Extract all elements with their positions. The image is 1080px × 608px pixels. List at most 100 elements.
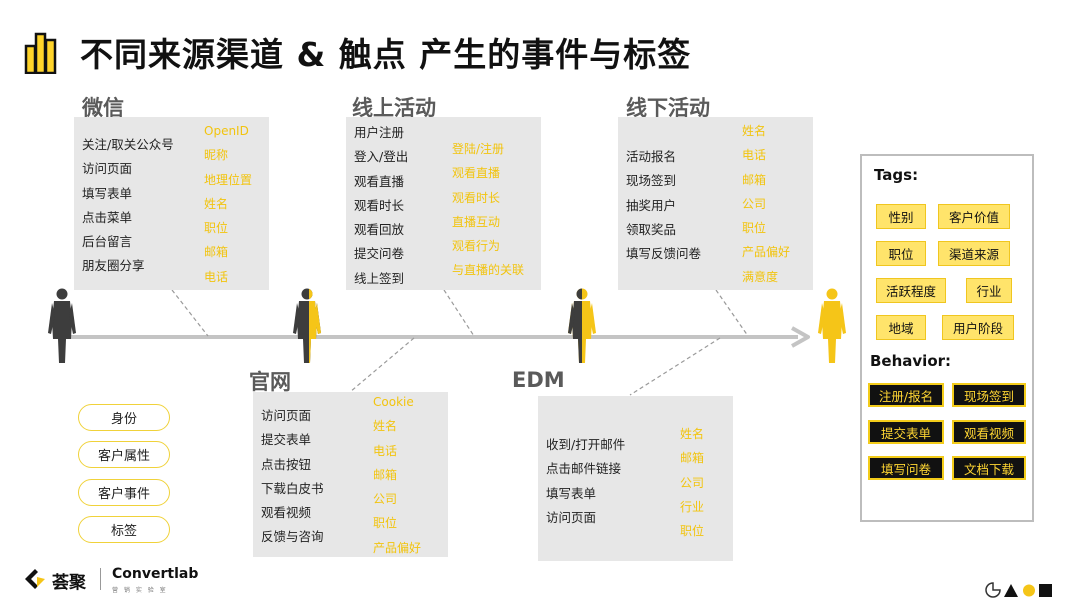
attribute-item: 满意度 (742, 269, 779, 284)
behavior-fill-survey: 填写问卷 (868, 456, 944, 480)
connector-online (443, 289, 475, 337)
attribute-item: 姓名 (373, 419, 398, 434)
section-title-edm: EDM (512, 368, 565, 392)
attribute-item: Cookie (373, 395, 414, 409)
legend-customer-event: 客户事件 (78, 479, 170, 506)
event-item: 提交问卷 (354, 246, 405, 262)
website-attributes: Cookie 姓名 电话 邮箱 公司 职位 产品偏好 (373, 390, 421, 560)
event-item: 关注/取关公众号 (82, 137, 174, 152)
event-item: 用户注册 (354, 125, 405, 140)
footer-divider (100, 568, 101, 590)
person-figure-grey (48, 288, 76, 363)
tag-channel-source: 渠道来源 (938, 241, 1010, 266)
section-title-offline: 线下活动 (626, 96, 710, 120)
event-item: 反馈与咨询 (261, 529, 324, 545)
behavior-checkin: 现场签到 (952, 383, 1026, 407)
online-box: 用户注册 登入/登出 观看直播 观看时长 观看回放 提交问卷 线上签到 登陆/注… (346, 117, 541, 290)
event-item: 后台留言 (82, 234, 133, 250)
attribute-item: 产品偏好 (373, 540, 422, 555)
section-title-online: 线上活动 (352, 96, 436, 120)
wechat-events: 关注/取关公众号 访问页面 填写表单 点击菜单 后台留言 朋友圈分享 (82, 133, 174, 279)
person-figure-mostly-grey (293, 288, 321, 363)
attribute-item: 姓名 (204, 196, 229, 211)
attribute-item: 行业 (680, 499, 705, 514)
tag-industry: 行业 (966, 278, 1012, 303)
attribute-item: 昵称 (204, 148, 229, 163)
attribute-item: 职位 (680, 524, 705, 539)
online-events: 用户注册 登入/登出 观看直播 观看时长 观看回放 提交问卷 线上签到 (354, 121, 408, 291)
page-title: 不同来源渠道 & 触点 产生的事件与标签 (80, 35, 692, 74)
event-item: 点击邮件链接 (546, 461, 622, 477)
event-item: 线上签到 (354, 270, 405, 286)
website-events: 访问页面 提交表单 点击按钮 下载白皮书 观看视频 反馈与咨询 (261, 404, 324, 550)
event-item: 领取奖品 (626, 221, 677, 237)
event-item: 访问页面 (82, 161, 133, 177)
crescent-icon (985, 582, 1001, 598)
edm-attributes: 姓名 邮箱 公司 行业 职位 (680, 422, 704, 543)
behavior-watch-video: 观看视频 (952, 420, 1026, 444)
event-item: 点击菜单 (82, 209, 133, 225)
attribute-item: 姓名 (680, 427, 705, 441)
event-item: 填写表单 (546, 485, 597, 501)
event-item: 点击按钮 (261, 456, 312, 472)
tag-customer-value: 客户价值 (938, 204, 1010, 229)
attribute-item: 观看行为 (452, 239, 501, 254)
edm-events: 收到/打开邮件 点击邮件链接 填写表单 访问页面 (546, 433, 625, 530)
journey-arrow-head (791, 326, 810, 348)
attribute-item: 观看直播 (452, 166, 501, 181)
attribute-item: 职位 (204, 221, 229, 236)
attribute-item: 与直播的关联 (452, 263, 525, 278)
event-item: 抽奖用户 (626, 197, 677, 213)
website-box: 访问页面 提交表单 点击按钮 下载白皮书 观看视频 反馈与咨询 Cookie 姓… (253, 392, 448, 557)
attribute-item: 公司 (742, 196, 767, 211)
attribute-item: 职位 (742, 221, 767, 236)
attribute-item: OpenID (204, 124, 249, 138)
square-icon (1039, 584, 1052, 597)
huiju-logo-icon (25, 569, 45, 589)
attribute-item: 地理位置 (204, 172, 253, 187)
event-item: 访问页面 (546, 509, 597, 525)
event-item: 观看视频 (261, 505, 312, 521)
event-item: 登入/登出 (354, 149, 409, 165)
brand-subtitle: 营 销 实 验 室 (112, 587, 168, 594)
section-title-website: 官网 (249, 370, 291, 394)
attribute-item: 职位 (373, 516, 398, 531)
event-item: 下载白皮书 (261, 480, 324, 496)
tags-heading: Tags: (874, 166, 919, 184)
attribute-item: 邮箱 (742, 172, 767, 187)
event-item: 访问页面 (261, 408, 312, 423)
section-title-wechat: 微信 (82, 96, 124, 120)
tag-gender: 性别 (876, 204, 926, 229)
event-item: 提交表单 (261, 432, 312, 448)
attribute-item: 邮箱 (204, 245, 229, 260)
event-item: 观看回放 (354, 222, 405, 238)
behavior-heading: Behavior: (870, 352, 952, 370)
event-item: 收到/打开邮件 (546, 437, 626, 452)
attribute-item: 姓名 (742, 124, 767, 138)
event-item: 观看时长 (354, 197, 405, 213)
legend-customer-attribute: 客户属性 (78, 441, 170, 468)
circle-icon (1023, 584, 1035, 597)
event-item: 填写表单 (82, 185, 133, 201)
brand-name-cn: 荟聚 (52, 573, 86, 593)
tag-position: 职位 (876, 241, 926, 266)
attribute-item: 公司 (680, 475, 705, 490)
connector-offline (715, 289, 749, 337)
attribute-item: 邮箱 (373, 467, 398, 482)
event-item: 观看直播 (354, 173, 405, 189)
wechat-attributes: OpenID 昵称 地理位置 姓名 职位 邮箱 电话 (204, 119, 252, 289)
brand-name-en: Convertlab (112, 566, 199, 582)
behavior-register: 注册/报名 (868, 383, 944, 407)
footer-shapes (985, 582, 1052, 598)
wechat-box: 关注/取关公众号 访问页面 填写表单 点击菜单 后台留言 朋友圈分享 OpenI… (74, 117, 269, 290)
event-item: 活动报名 (626, 149, 677, 164)
attribute-item: 登陆/注册 (452, 142, 505, 156)
tag-region: 地域 (876, 315, 926, 340)
legend-tag: 标签 (78, 516, 170, 543)
tag-user-stage: 用户阶段 (942, 315, 1014, 340)
legend-identity: 身份 (78, 404, 170, 431)
attribute-item: 电话 (373, 443, 398, 458)
attribute-item: 邮箱 (680, 451, 705, 466)
tag-activity-level: 活跃程度 (876, 278, 946, 303)
